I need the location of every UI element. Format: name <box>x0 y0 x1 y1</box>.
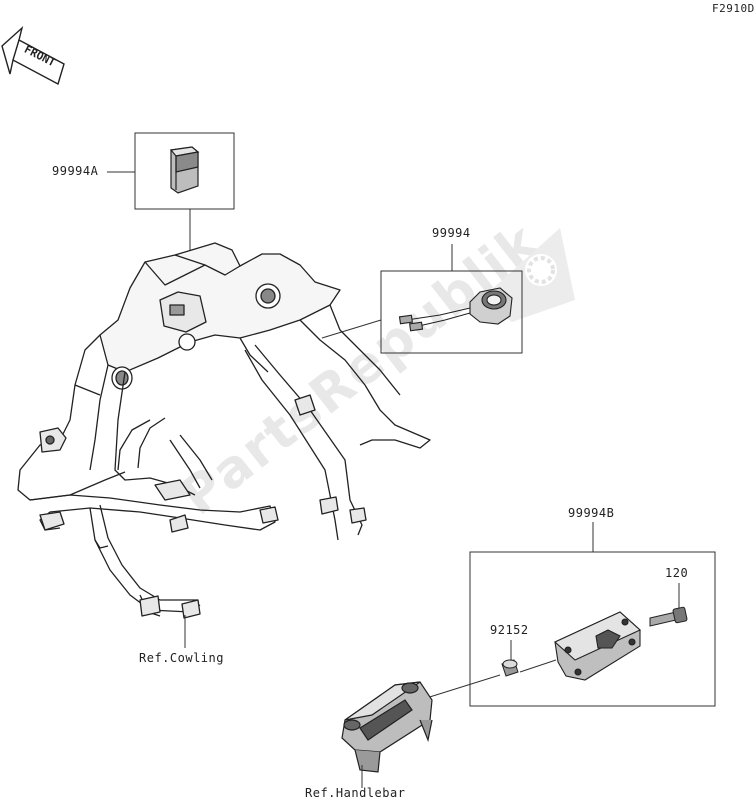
label-120: 120 <box>665 566 689 580</box>
mount-plate-icon <box>554 611 641 681</box>
callout-box-99994A <box>107 132 235 255</box>
collar-icon <box>501 659 519 677</box>
power-socket-icon <box>398 287 513 332</box>
main-bracket-assembly <box>17 242 431 619</box>
label-92152: 92152 <box>490 623 529 637</box>
front-arrow-icon: FRONT <box>1 25 65 86</box>
label-99994A: 99994A <box>52 164 99 178</box>
label-ref-handlebar: Ref.Handlebar <box>305 786 406 800</box>
handlebar-clamp-icon <box>341 681 433 773</box>
label-99994B: 99994B <box>568 506 615 520</box>
label-99994: 99994 <box>432 226 471 240</box>
callout-box-99994B <box>419 522 716 707</box>
figure-code: F2910D <box>712 2 755 15</box>
relay-part-icon <box>169 146 200 194</box>
label-ref-cowling: Ref.Cowling <box>139 651 224 665</box>
callout-box-99994 <box>321 244 523 354</box>
bolt-icon <box>649 606 688 627</box>
